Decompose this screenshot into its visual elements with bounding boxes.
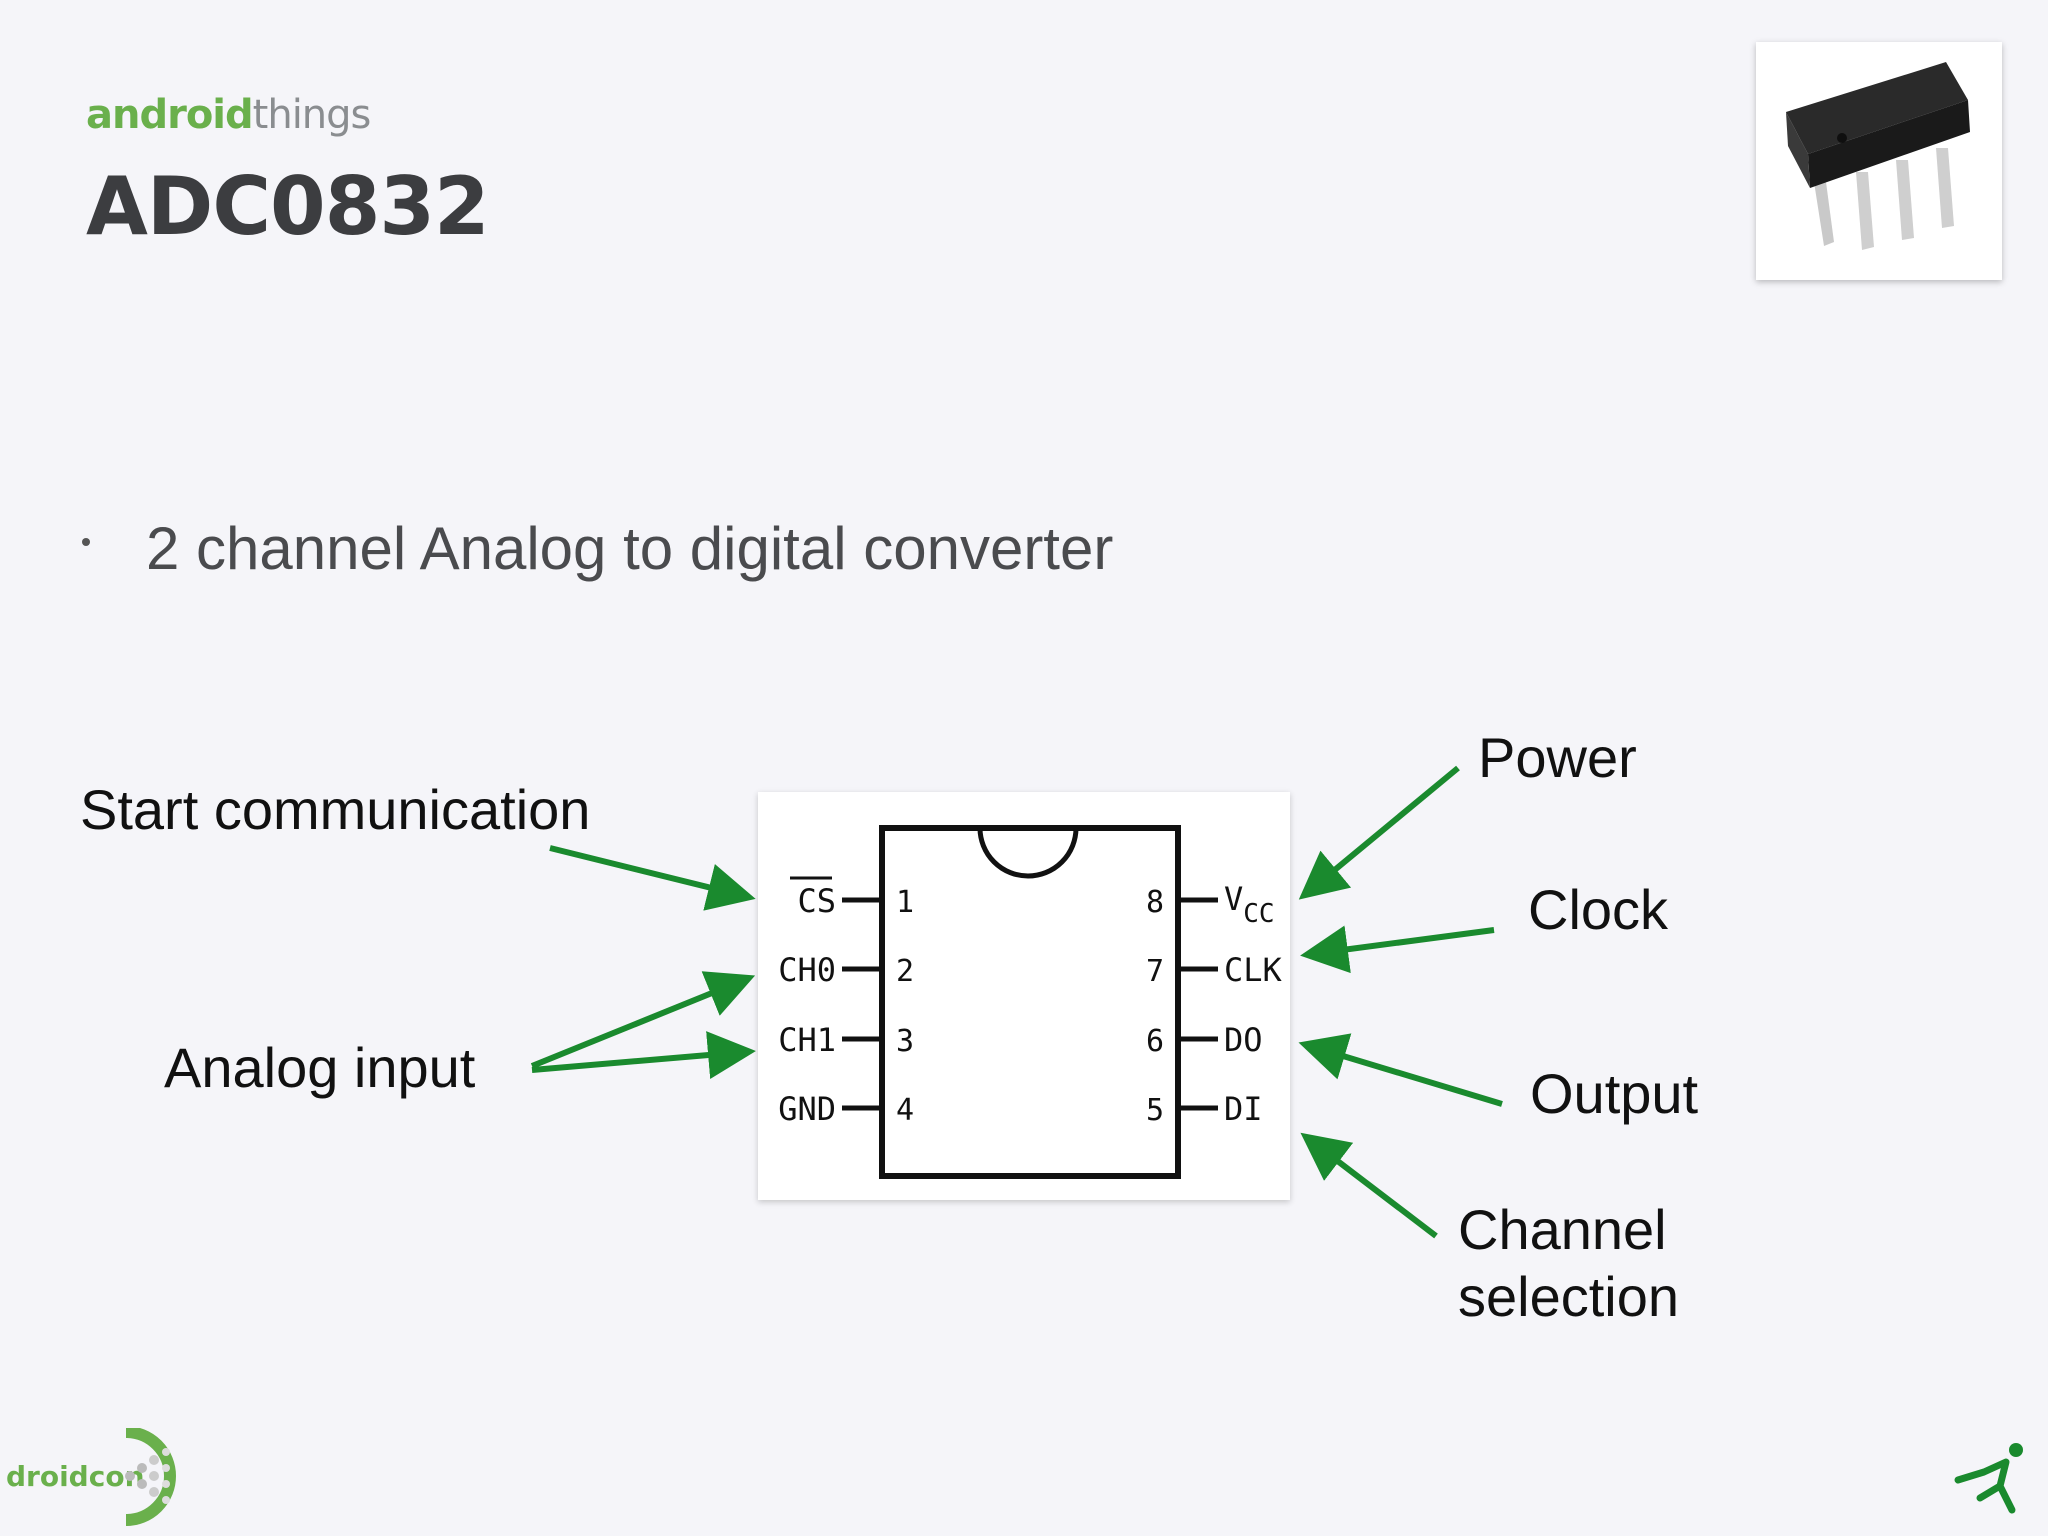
bullet-dot (82, 538, 90, 546)
arrow-output (1298, 1033, 1503, 1107)
pin-number-3: 3 (896, 1024, 914, 1059)
pin-number-2: 2 (896, 954, 914, 989)
brand-logo: androidthings (86, 92, 372, 138)
droidcon-logo-text: droidcon (6, 1460, 145, 1493)
label-power: Power (1478, 726, 1637, 789)
pin-number-7: 7 (1146, 954, 1164, 989)
pin-name-ch0: CH0 (778, 951, 836, 989)
pin-name-di: DI (1224, 1090, 1263, 1128)
pin-name-clk: CLK (1224, 951, 1283, 989)
label-clock: Clock (1528, 878, 1669, 941)
page-title: ADC0832 (86, 160, 490, 253)
arrow-start-communication (549, 845, 756, 911)
pin-number-5: 5 (1146, 1093, 1164, 1128)
pinout-diagram: CS CH0 CH1 GND 1 2 3 4 8 7 6 5 VCC CLK D… (758, 792, 1290, 1200)
pin-number-8: 8 (1146, 885, 1164, 920)
bullet-text: 2 channel Analog to digital converter (146, 515, 1114, 582)
label-channel-line2: selection (1458, 1265, 1680, 1329)
pin-name-do: DO (1224, 1021, 1263, 1059)
chip-notch (977, 827, 1079, 879)
label-output: Output (1530, 1062, 1699, 1125)
pin-name-vcc-sub: CC (1243, 899, 1274, 929)
pinout-svg: CS CH0 CH1 GND 1 2 3 4 8 7 6 5 VCC CLK D… (778, 825, 1283, 1179)
arrow-analog-ch0 (530, 971, 756, 1069)
droidcon-logo-icon (96, 1426, 176, 1533)
pin-name-vcc: VCC (1224, 880, 1275, 929)
chip-photo-icon (1786, 62, 1970, 250)
pin-name-ch1: CH1 (778, 1021, 836, 1059)
brand-things: things (252, 92, 372, 138)
pin-number-4: 4 (896, 1093, 914, 1128)
chip-photo (1756, 42, 2002, 280)
pin-number-1: 1 (896, 885, 914, 920)
label-analog-input: Analog input (164, 1036, 476, 1099)
pin-name-gnd: GND (778, 1090, 836, 1128)
runner-icon (1950, 1438, 2030, 1523)
label-channel-line1: Channel (1458, 1198, 1667, 1261)
arrow-power (1298, 765, 1460, 900)
arrow-clock (1300, 925, 1495, 974)
chip-body (879, 825, 1181, 1179)
pin-name-cs: CS (797, 882, 836, 920)
arrow-channel-selection (1300, 1132, 1438, 1239)
arrow-analog-ch1 (531, 1031, 756, 1079)
label-start-communication: Start communication (80, 778, 591, 841)
pin-number-6: 6 (1146, 1024, 1164, 1059)
label-channel-selection: Channel selection (1458, 1196, 1679, 1330)
pin-name-vcc-main: V (1224, 880, 1243, 918)
brand-android: android (86, 92, 254, 138)
